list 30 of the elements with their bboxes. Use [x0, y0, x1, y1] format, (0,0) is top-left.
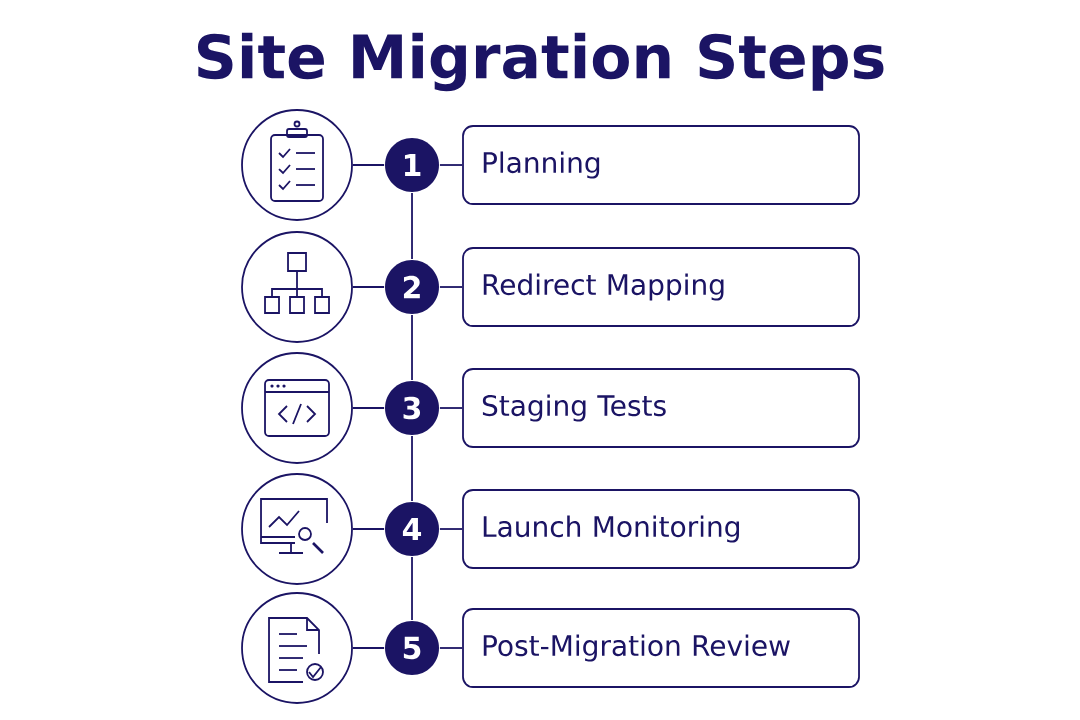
- step-number: 5: [385, 621, 439, 675]
- connector-line: [411, 556, 413, 621]
- connector-line: [411, 314, 413, 381]
- title: Site Migration Steps: [197, 32, 884, 92]
- connector-line: [439, 528, 463, 530]
- connector-line: [352, 647, 385, 649]
- icon-circle: [241, 592, 353, 704]
- step-box: Redirect Mapping: [462, 247, 860, 327]
- connector-line: [439, 647, 463, 649]
- icon-circle: [241, 231, 353, 343]
- connector-line: [411, 192, 413, 260]
- step-number: 3: [385, 381, 439, 435]
- connector-line: [352, 407, 385, 409]
- connector-line: [352, 164, 385, 166]
- icon-circle: [241, 473, 353, 585]
- connector-line: [352, 286, 385, 288]
- connector-line: [439, 164, 463, 166]
- connector-line: [411, 435, 413, 502]
- step-box: Launch Monitoring: [462, 489, 860, 569]
- connector-line: [439, 407, 463, 409]
- step-number: 1: [385, 138, 439, 192]
- step-box: Post-Migration Review: [462, 608, 860, 688]
- step-box: Staging Tests: [462, 368, 860, 448]
- step-number: 2: [385, 260, 439, 314]
- step-number: 4: [385, 502, 439, 556]
- connector-line: [439, 286, 463, 288]
- icon-circle: [241, 109, 353, 221]
- icon-circle: [241, 352, 353, 464]
- step-box: Planning: [462, 125, 860, 205]
- connector-line: [352, 528, 385, 530]
